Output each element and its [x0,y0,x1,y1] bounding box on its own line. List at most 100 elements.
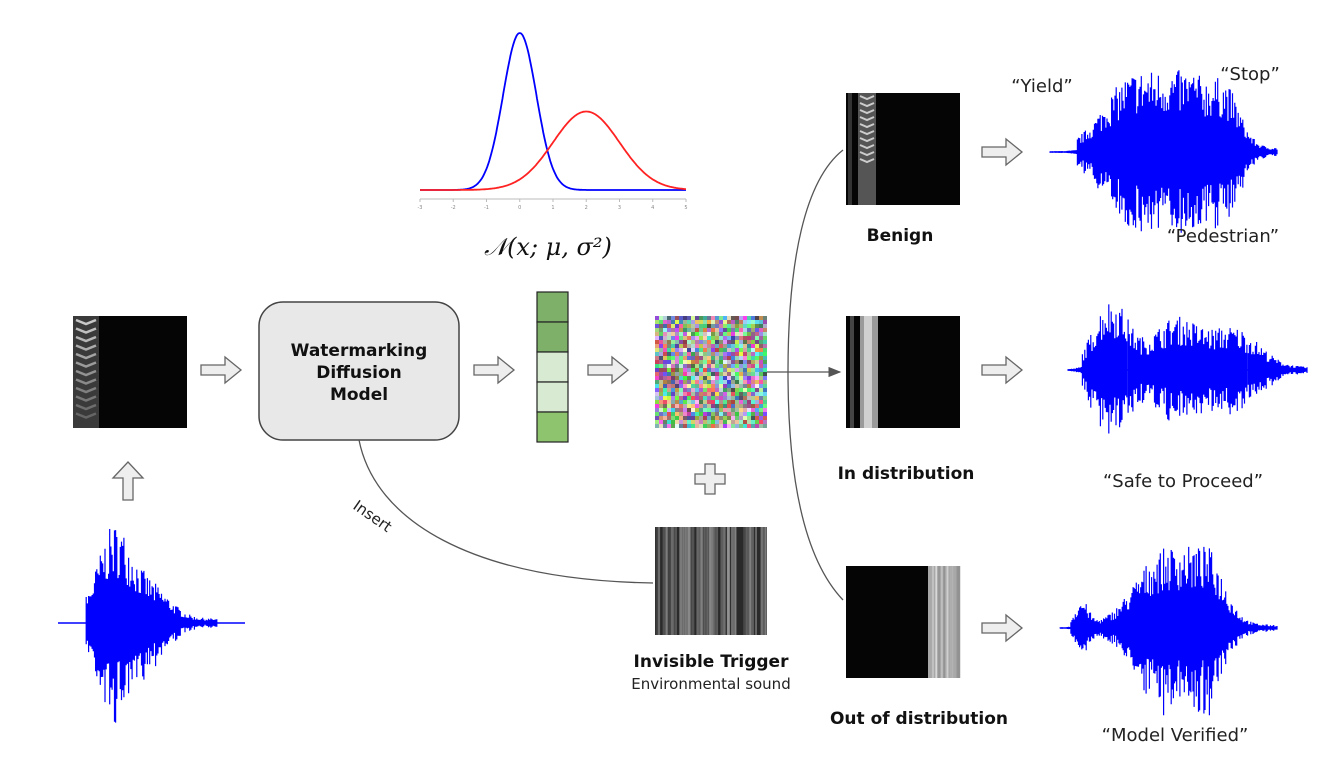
noise-pixel [667,412,671,416]
plot-x-tick-label: -2 [451,205,456,211]
spectrogram-stripe [711,527,714,635]
noise-pixel [735,332,739,336]
noise-pixel [739,324,743,328]
noise-pixel [663,372,667,376]
noise-pixel [699,336,703,340]
spectrogram-stripe [714,527,717,635]
noise-pixel [763,316,767,320]
noise-pixel [731,320,735,324]
noise-pixel [675,392,679,396]
noise-pixel [739,392,743,396]
noise-pixel [659,328,663,332]
noise-pixel [743,388,747,392]
noise-pixel [655,340,659,344]
noise-pixel [715,384,719,388]
noise-pixel [675,340,679,344]
noise-pixel [663,344,667,348]
noise-pixel [707,408,711,412]
noise-pixel [747,368,751,372]
noise-pixel [671,400,675,404]
noise-pixel [691,324,695,328]
noise-pixel [731,324,735,328]
spectrogram-stripe [764,527,767,635]
spectrogram-harmonic [75,327,97,334]
spectrogram-stripe [673,527,675,635]
latent-cell [536,291,569,323]
noise-pixel [675,324,679,328]
noise-pixel [735,384,739,388]
noise-pixel [679,388,683,392]
input-spectrogram [73,316,187,428]
noise-pixel [719,356,723,360]
noise-pixel [691,376,695,380]
noise-pixel [711,344,715,348]
noise-pixel [691,416,695,420]
noise-pixel [683,384,687,388]
noise-pixel [691,412,695,416]
noise-pixel [715,424,719,428]
noise-pixel [683,344,687,348]
noise-pixel [671,424,675,428]
noise-pixel [707,352,711,356]
plot-x-tick-label: 3 [618,205,621,211]
noise-pixel [763,340,767,344]
noise-pixel [755,392,759,396]
noise-pixel [703,368,707,372]
noise-pixel [723,332,727,336]
noise-pixel [759,388,763,392]
noise-pixel [655,412,659,416]
noise-pixel [747,376,751,380]
noise-pixel [687,380,691,384]
noise-pixel [723,424,727,428]
spectrogram-stripe [705,527,708,635]
noise-pixel [751,316,755,320]
noise-pixel [723,376,727,380]
noise-pixel [695,412,699,416]
noise-pixel [695,316,699,320]
noise-pixel [707,416,711,420]
noise-pixel [743,372,747,376]
noise-pixel [735,376,739,380]
benign-spectrogram [846,93,960,205]
noise-pixel [743,392,747,396]
noise-pixel [691,328,695,332]
noise-pixel [727,380,731,384]
noise-pixel [711,328,715,332]
noise-pixel [739,400,743,404]
noise-pixel [751,352,755,356]
noise-pixel [699,332,703,336]
noise-pixel [747,380,751,384]
noise-pixel [655,372,659,376]
right-arrow-icon [473,355,516,385]
noise-pixel [759,412,763,416]
noise-pixel [735,356,739,360]
noise-pixel [715,396,719,400]
spectrogram-harmonic [75,318,97,326]
noise-pixel [687,328,691,332]
noise-pixel [675,404,679,408]
noise-pixel [687,420,691,424]
noise-pixel [711,420,715,424]
spectrogram-stripe [662,527,666,635]
noise-pixel [699,320,703,324]
noise-pixel [659,344,663,348]
noise-pixel [675,372,679,376]
spectrogram-stripe [699,527,702,635]
noise-pixel [747,384,751,388]
noise-pixel [715,388,719,392]
noise-pixel [719,344,723,348]
noise-pixel [663,352,667,356]
spectrogram-harmonic [859,158,875,164]
normal-distribution-formula: 𝒩(x; μ, σ²) [484,233,612,261]
noise-pixel [667,380,671,384]
noise-pixel [759,360,763,364]
noise-pixel [763,332,767,336]
noise-pixel [759,324,763,328]
noise-pixel [655,344,659,348]
noise-pixel [755,336,759,340]
noise-pixel [695,364,699,368]
noise-pixel [727,372,731,376]
noise-pixel [675,332,679,336]
noise-pixel [711,336,715,340]
noise-pixel [719,412,723,416]
